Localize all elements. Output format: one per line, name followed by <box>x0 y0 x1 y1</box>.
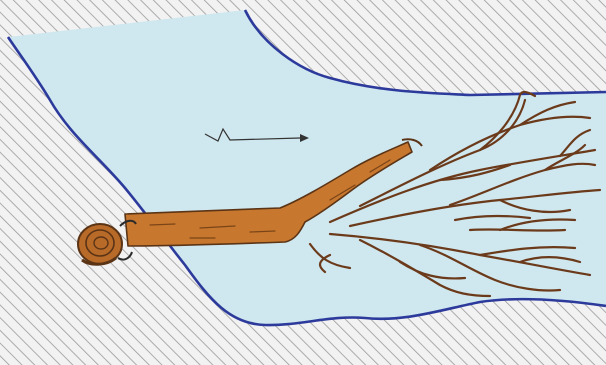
river-woody-debris-diagram <box>0 0 606 365</box>
diagram-canvas <box>0 0 606 365</box>
